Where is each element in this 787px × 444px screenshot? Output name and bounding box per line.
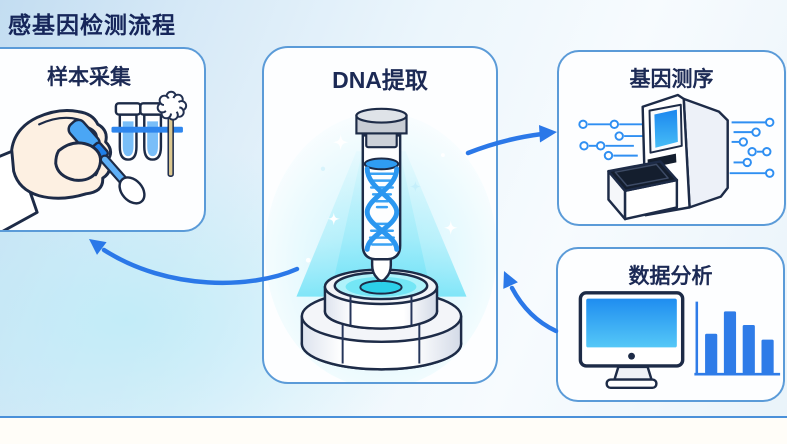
hand-with-swab-icon bbox=[0, 90, 188, 230]
cotton-swab-icon bbox=[156, 90, 188, 177]
tube-cap bbox=[355, 107, 408, 149]
tube-rack-bar bbox=[111, 126, 183, 133]
monitor-screen bbox=[586, 298, 677, 348]
bar bbox=[742, 324, 755, 374]
page-title: 感基因检测流程 bbox=[8, 12, 176, 38]
panel-sample-label: 样本采集 bbox=[47, 66, 131, 89]
panel-analysis-label: 数据分析 bbox=[628, 265, 713, 288]
panel-gene-sequencing: 基因测序 bbox=[557, 50, 786, 226]
bar bbox=[761, 339, 774, 374]
panel-sequencing-label: 基因测序 bbox=[629, 68, 714, 91]
liquid-surface bbox=[363, 157, 400, 171]
dna-helix-icon bbox=[364, 166, 400, 252]
bar-chart-icon bbox=[694, 301, 781, 376]
circuit-traces-icon bbox=[578, 117, 775, 178]
sparkle-icons bbox=[305, 134, 458, 263]
panel-data-analysis: 数据分析 bbox=[556, 247, 785, 402]
panel-dna-extraction: DNA提取 bbox=[262, 46, 498, 384]
pedestal-icon bbox=[300, 268, 463, 371]
thumb bbox=[54, 141, 102, 182]
bar bbox=[723, 311, 737, 374]
test-tube-dna-icon bbox=[355, 107, 408, 283]
dna-tube-icon bbox=[265, 107, 496, 382]
tube-tip bbox=[370, 256, 393, 283]
panel-sample-collection: 样本采集 bbox=[0, 47, 206, 232]
bar bbox=[705, 333, 718, 374]
sequencer-machine-body bbox=[607, 93, 729, 221]
bottom-divider-line bbox=[0, 416, 787, 418]
panel-dna-label: DNA提取 bbox=[332, 67, 428, 93]
monitor-and-chart-icon bbox=[578, 291, 781, 390]
sequencer-icon bbox=[578, 93, 775, 221]
bottom-margin bbox=[0, 418, 787, 444]
test-tubes-icon bbox=[111, 102, 183, 161]
desktop-monitor-icon bbox=[578, 291, 685, 390]
sequencer-screen bbox=[654, 109, 678, 148]
analysis-bar-chart-bars bbox=[705, 311, 774, 374]
